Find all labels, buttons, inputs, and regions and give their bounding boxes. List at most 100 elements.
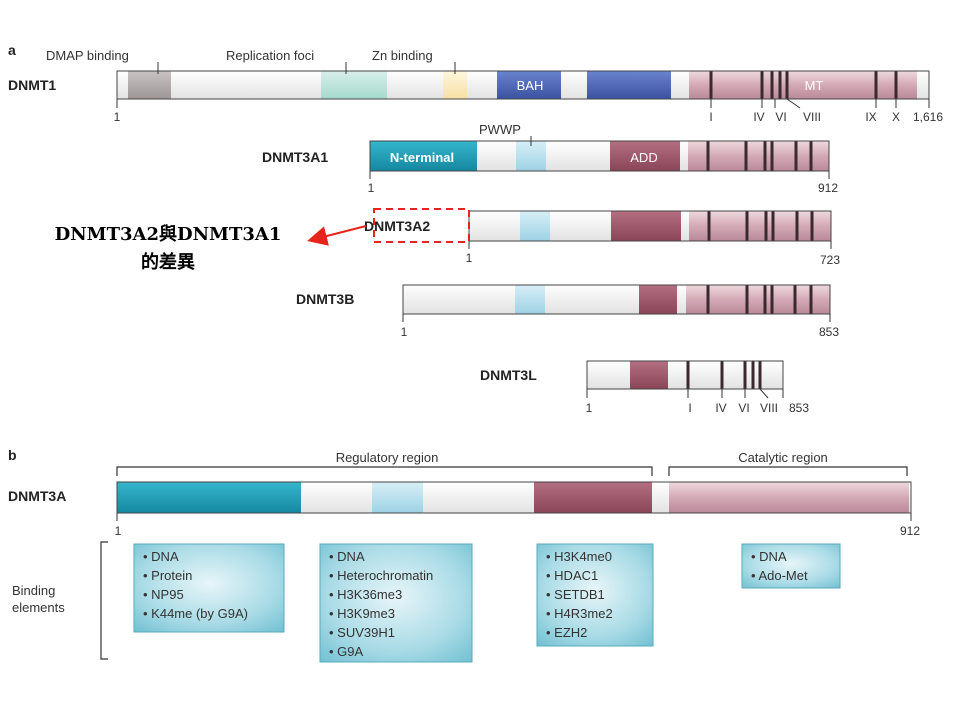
catalytic-bracket — [668, 466, 908, 476]
dnmt1-motif-ix: IX — [865, 110, 876, 124]
dnmt3b-start: 1 — [401, 325, 408, 339]
dnmt3a2-end: 723 — [820, 253, 840, 267]
binding-item: • DNA — [329, 549, 365, 564]
dnmt3b-mt-domain — [686, 285, 830, 314]
dnmt3l-motif-i: I — [688, 401, 691, 415]
dnmt3b-add-domain — [639, 285, 677, 314]
binding-item: • Protein — [143, 568, 192, 583]
difference-annotation: DNMT3A2與DNMT3A1 的差異 — [55, 223, 367, 273]
dnmt3a-pwwp-domain — [372, 482, 423, 513]
dnmt3a1-add-label: ADD — [630, 150, 657, 165]
binding-box-catalytic: • DNA • Ado-Met — [741, 543, 841, 589]
dnmt3l-backbone — [587, 361, 783, 389]
dnmt1-motif-i: I — [709, 110, 712, 124]
binding-item: • DNA — [751, 549, 787, 564]
dnmt3b-end: 853 — [819, 325, 839, 339]
dnmt3b-row: DNMT3B 1 853 — [296, 284, 839, 339]
dnmt3a2-start: 1 — [466, 251, 473, 265]
dnmt3a-row: DNMT3A 1 912 — [8, 481, 920, 538]
dnmt3a2-name: DNMT3A2 — [364, 218, 430, 234]
dnmt1-start: 1 — [114, 110, 121, 124]
dnmt3l-start: 1 — [586, 401, 593, 415]
dnmt3a1-name: DNMT3A1 — [262, 149, 328, 165]
binding-item: • H4R3me2 — [546, 606, 613, 621]
dnmt3a-start: 1 — [115, 524, 122, 538]
dnmt3a-nterminal-domain — [117, 482, 301, 513]
dnmt3a1-nterminal-label: N-terminal — [390, 150, 454, 165]
binding-item: • Heterochromatin — [329, 568, 433, 583]
dnmt3a2-pwwp-domain — [520, 211, 550, 241]
dnmt1-motif-bars — [709, 71, 898, 99]
dnmt1-bah1-domain — [497, 71, 561, 99]
region-brackets: Regulatory region Catalytic region — [116, 450, 908, 476]
dnmt3b-name: DNMT3B — [296, 291, 354, 307]
dnmt1-replication-foci-domain — [321, 71, 387, 99]
dnmt1-zn-label: Zn binding — [372, 48, 433, 63]
dnmt3l-row: DNMT3L 1 I IV VI VIII 853 — [480, 360, 809, 415]
dnmt1-dmap-domain — [128, 71, 171, 99]
dnmt3a1-row: DNMT3A1 N-terminal ADD PWWP 1 912 — [262, 122, 838, 195]
annotation-line-1: DNMT3A2與DNMT3A1 — [55, 223, 282, 245]
dnmt1-zn-binding-domain — [443, 71, 467, 99]
dnmt1-motif-vi: VI — [775, 110, 786, 124]
dnmt3a-end: 912 — [900, 524, 920, 538]
panel-b-label: b — [8, 447, 17, 463]
dnmt1-replication-label: Replication foci — [226, 48, 314, 63]
annotation-arrow — [307, 225, 367, 246]
binding-item: • K44me (by G9A) — [143, 606, 248, 621]
dnmt1-dmap-label: DMAP binding — [46, 48, 129, 63]
binding-elements: Binding elements • DNA • Protein • NP95 … — [12, 541, 841, 663]
binding-item: • SETDB1 — [546, 587, 605, 602]
regulatory-bracket — [116, 466, 653, 476]
dnmt3a1-add-domain — [610, 141, 680, 171]
dnmt3a2-row: DNMT3A2 1 723 — [364, 208, 840, 267]
dnmt3a1-mt-domain — [688, 141, 829, 171]
binding-item: • G9A — [329, 644, 364, 659]
binding-item: • EZH2 — [546, 625, 587, 640]
binding-label-1: Binding — [12, 583, 55, 598]
binding-box-add: • H3K4me0 • HDAC1 • SETDB1 • H4R3me2 • E… — [536, 543, 654, 647]
binding-bracket — [100, 541, 108, 660]
panel-a-label: a — [8, 42, 16, 58]
dnmt3b-pwwp-domain — [515, 285, 545, 314]
binding-item: • HDAC1 — [546, 568, 598, 583]
dnmt3a-add-domain — [534, 482, 652, 513]
dnmt3a1-nterminal-domain — [370, 141, 477, 171]
binding-item: • H3K9me3 — [329, 606, 395, 621]
dnmt1-bah2-domain — [587, 71, 671, 99]
dnmt3a-catalytic-domain — [669, 482, 909, 513]
dnmt1-mt-domain — [689, 71, 917, 99]
dnmt3l-end: 853 — [789, 401, 809, 415]
binding-box-nterminal: • DNA • Protein • NP95 • K44me (by G9A) — [133, 543, 285, 633]
dnmt3l-motif-iv: IV — [715, 401, 726, 415]
dnmt3l-motif-viii: VIII — [760, 401, 778, 415]
dnmt3a-name: DNMT3A — [8, 488, 66, 504]
dnmt1-end: 1,616 — [913, 110, 943, 124]
catalytic-region-label: Catalytic region — [738, 450, 828, 465]
dnmt3l-add-domain — [630, 361, 668, 389]
dnmt3l-motif-vi: VI — [738, 401, 749, 415]
dnmt1-motif-iv: IV — [753, 110, 764, 124]
dnmt3a2-mt-domain — [689, 211, 831, 241]
annotation-line-2: 的差異 — [141, 251, 195, 273]
dnmt3a2-add-domain — [611, 211, 681, 241]
dnmt1-bah-label: BAH — [517, 78, 544, 93]
dnmt1-row: DNMT1 BAH MT DMAP binding Replication fo… — [8, 48, 943, 124]
dnmt3a2-highlight-box — [373, 208, 470, 243]
binding-box-pwwp: • DNA • Heterochromatin • H3K36me3 • H3K… — [319, 543, 473, 663]
binding-item: • Ado-Met — [751, 568, 808, 583]
binding-label-2: elements — [12, 600, 65, 615]
dnmt3a1-end: 912 — [818, 181, 838, 195]
binding-item: • NP95 — [143, 587, 184, 602]
dnmt3a1-pwwp-label: PWWP — [479, 122, 521, 137]
dnmt1-mt-label: MT — [805, 78, 824, 93]
regulatory-region-label: Regulatory region — [336, 450, 439, 465]
dnmt1-motif-viii: VIII — [803, 110, 821, 124]
binding-item: • DNA — [143, 549, 179, 564]
dnmt1-name: DNMT1 — [8, 77, 56, 93]
binding-item: • H3K36me3 — [329, 587, 402, 602]
binding-item: • H3K4me0 — [546, 549, 612, 564]
binding-item: • SUV39H1 — [329, 625, 395, 640]
dnmt3l-name: DNMT3L — [480, 367, 537, 383]
